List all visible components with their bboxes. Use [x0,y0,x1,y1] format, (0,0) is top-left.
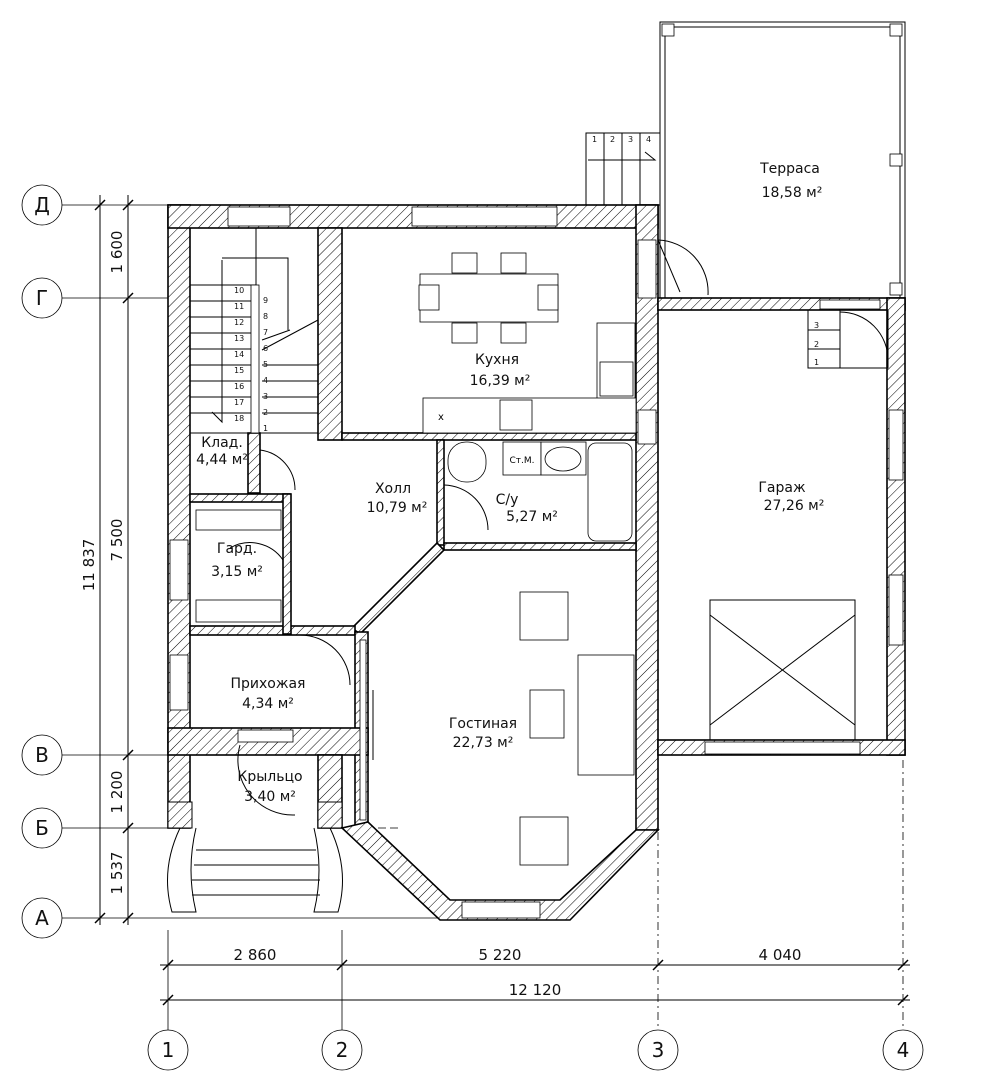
axis-label: В [35,743,49,767]
label: 3 [814,321,819,330]
label: 17 [234,398,244,407]
fridge-label: х [438,412,444,423]
label: 8 [263,312,268,321]
room-area: 10,79 м² [367,500,428,516]
axis-label: А [35,906,49,930]
windows [169,206,904,919]
label: 3 [263,392,268,401]
room-area: 16,39 м² [470,373,531,389]
room-name: Терраса [759,161,820,177]
garage-stairs: 3 2 1 [807,309,889,369]
label: 4 040 [759,946,802,964]
label: 12 [234,318,244,327]
axis-markers: Д Г В Б А 1 2 3 4 [21,184,924,1071]
label: 7 [263,328,268,337]
label: 14 [234,350,244,359]
step-number: 2 [610,135,615,144]
dimension-labels: 1 600 7 500 1 200 1 537 11 837 2 860 5 2… [80,231,801,999]
main-staircase [189,227,319,434]
axis-label: Д [34,193,50,217]
label: 11 [234,302,244,311]
label: 12 120 [509,981,562,999]
label: 18 [234,414,244,423]
axis-grid [62,204,904,1030]
room-area: 3,40 м² [244,789,296,805]
axis-label: 2 [336,1038,349,1062]
room-name: Крыльцо [237,769,302,785]
label: 1 600 [108,231,126,274]
label: 6 [263,344,268,353]
room-name: Гостиная [449,716,517,732]
room-area: 22,73 м² [453,735,514,751]
room-area: 4,44 м² [196,452,248,468]
label: 16 [234,382,244,391]
room-labels: Терраса 18,58 м² Кухня 16,39 м² Клад.4,44 … [196,161,824,805]
room-name: Холл [375,481,411,497]
porch-steps [167,801,343,913]
furniture [195,252,657,866]
label: 13 [234,334,244,343]
room-area: 27,26 м² [764,498,825,514]
terrace: 1 2 3 4 [585,21,906,299]
axis-label: Г [36,286,48,310]
step-number: 4 [646,135,651,144]
label: 11 837 [80,539,98,592]
room-area: 3,15 м² [211,564,263,580]
room-name: Клад. [201,435,243,451]
label: 4 [263,376,268,385]
washer-label: Ст.М. [509,456,534,466]
axis-label: 3 [652,1038,665,1062]
label: 5 220 [479,946,522,964]
label: 1 200 [108,771,126,814]
room-name: Прихожая [231,676,306,692]
axis-label: 4 [897,1038,910,1062]
step-number: 1 [592,135,597,144]
label: 5 [263,360,268,369]
axis-label: 1 [162,1038,175,1062]
room-area: 5,27 м² [506,509,558,525]
dimension-lines [94,195,910,1006]
label: 1 [814,358,819,367]
label: 2 [263,408,268,417]
label: 1 537 [108,852,126,895]
label: 2 860 [234,946,277,964]
doors [229,239,856,816]
room-area: 18,58 м² [762,185,823,201]
label: 7 500 [108,519,126,562]
room-name: Гараж [758,480,806,496]
label: 15 [234,366,244,375]
room-name: С/у [496,492,519,508]
label: 2 [814,340,819,349]
room-name: Гард. [217,541,257,557]
room-name: Кухня [475,352,519,368]
label: 1 [263,424,268,433]
axis-label: Б [35,816,49,840]
room-area: 4,34 м² [242,696,294,712]
step-number: 3 [628,135,633,144]
label: 10 [234,286,244,295]
label: 9 [263,296,268,305]
